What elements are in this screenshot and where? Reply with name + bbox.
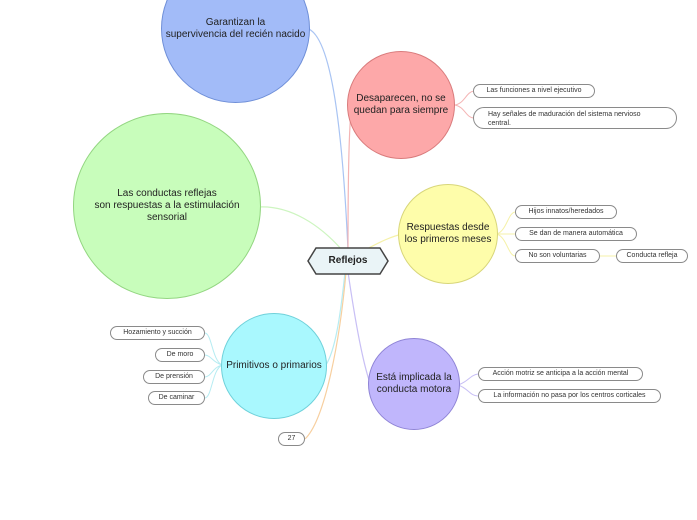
leaf-no-voluntarias[interactable]: No son voluntarias [515, 249, 600, 263]
connector-top [304, 27, 349, 251]
bubble-garantizan[interactable]: Garantizan la supervivencia del recién n… [161, 0, 310, 103]
leaf-funciones-ejecutivo[interactable]: Las funciones a nivel ejecutivo [473, 84, 595, 98]
leaf-hijos-innatos[interactable]: Hijos innatos/heredados [515, 205, 617, 219]
leaf-hozamiento-succion[interactable]: Hozamiento y succión [110, 326, 205, 340]
leaf-manera-automatica[interactable]: Se dan de manera automática [515, 227, 637, 241]
central-hexagon-shape [307, 247, 389, 275]
connector-green [257, 206, 343, 251]
central-topic-label: Reflejos [328, 255, 368, 266]
bubble-conducta-motora[interactable]: Está implicada la conducta motora [368, 338, 460, 430]
leaf-accion-motriz[interactable]: Acción motriz se anticipa a la acción me… [478, 367, 643, 381]
connector-pink-leaves [454, 90, 475, 119]
connector-orange [304, 271, 347, 440]
leaf-de-moro[interactable]: De moro [155, 348, 205, 362]
central-topic[interactable]: Reflejos [307, 247, 389, 275]
bubble-conductas-reflejas[interactable]: Las conductas reflejas son respuestas a … [73, 113, 261, 299]
leaf-senales-maduracion[interactable]: Hay señales de maduración del sistema ne… [473, 107, 677, 129]
bubble-respuestas[interactable]: Respuestas desde los primeros meses [398, 184, 498, 284]
leaf-de-caminar[interactable]: De caminar [148, 391, 205, 405]
bubble-desaparecen[interactable]: Desaparecen, no se quedan para siempre [347, 51, 455, 159]
connector-cyan-leaves [204, 332, 223, 399]
connector-cyan [325, 271, 346, 366]
bubble-primitivos[interactable]: Primitivos o primarios [221, 313, 327, 419]
leaf-informacion-centros[interactable]: La información no pasa por los centros c… [478, 389, 661, 403]
connector-purple-leaves [457, 373, 479, 397]
connector-yellow-leaves [496, 211, 516, 257]
connector-purple [347, 271, 371, 384]
leaf-conducta-refleja[interactable]: Conducta refleja [616, 249, 688, 263]
leaf-number-27[interactable]: 27 [278, 432, 305, 446]
leaf-de-prension[interactable]: De prensión [143, 370, 205, 384]
